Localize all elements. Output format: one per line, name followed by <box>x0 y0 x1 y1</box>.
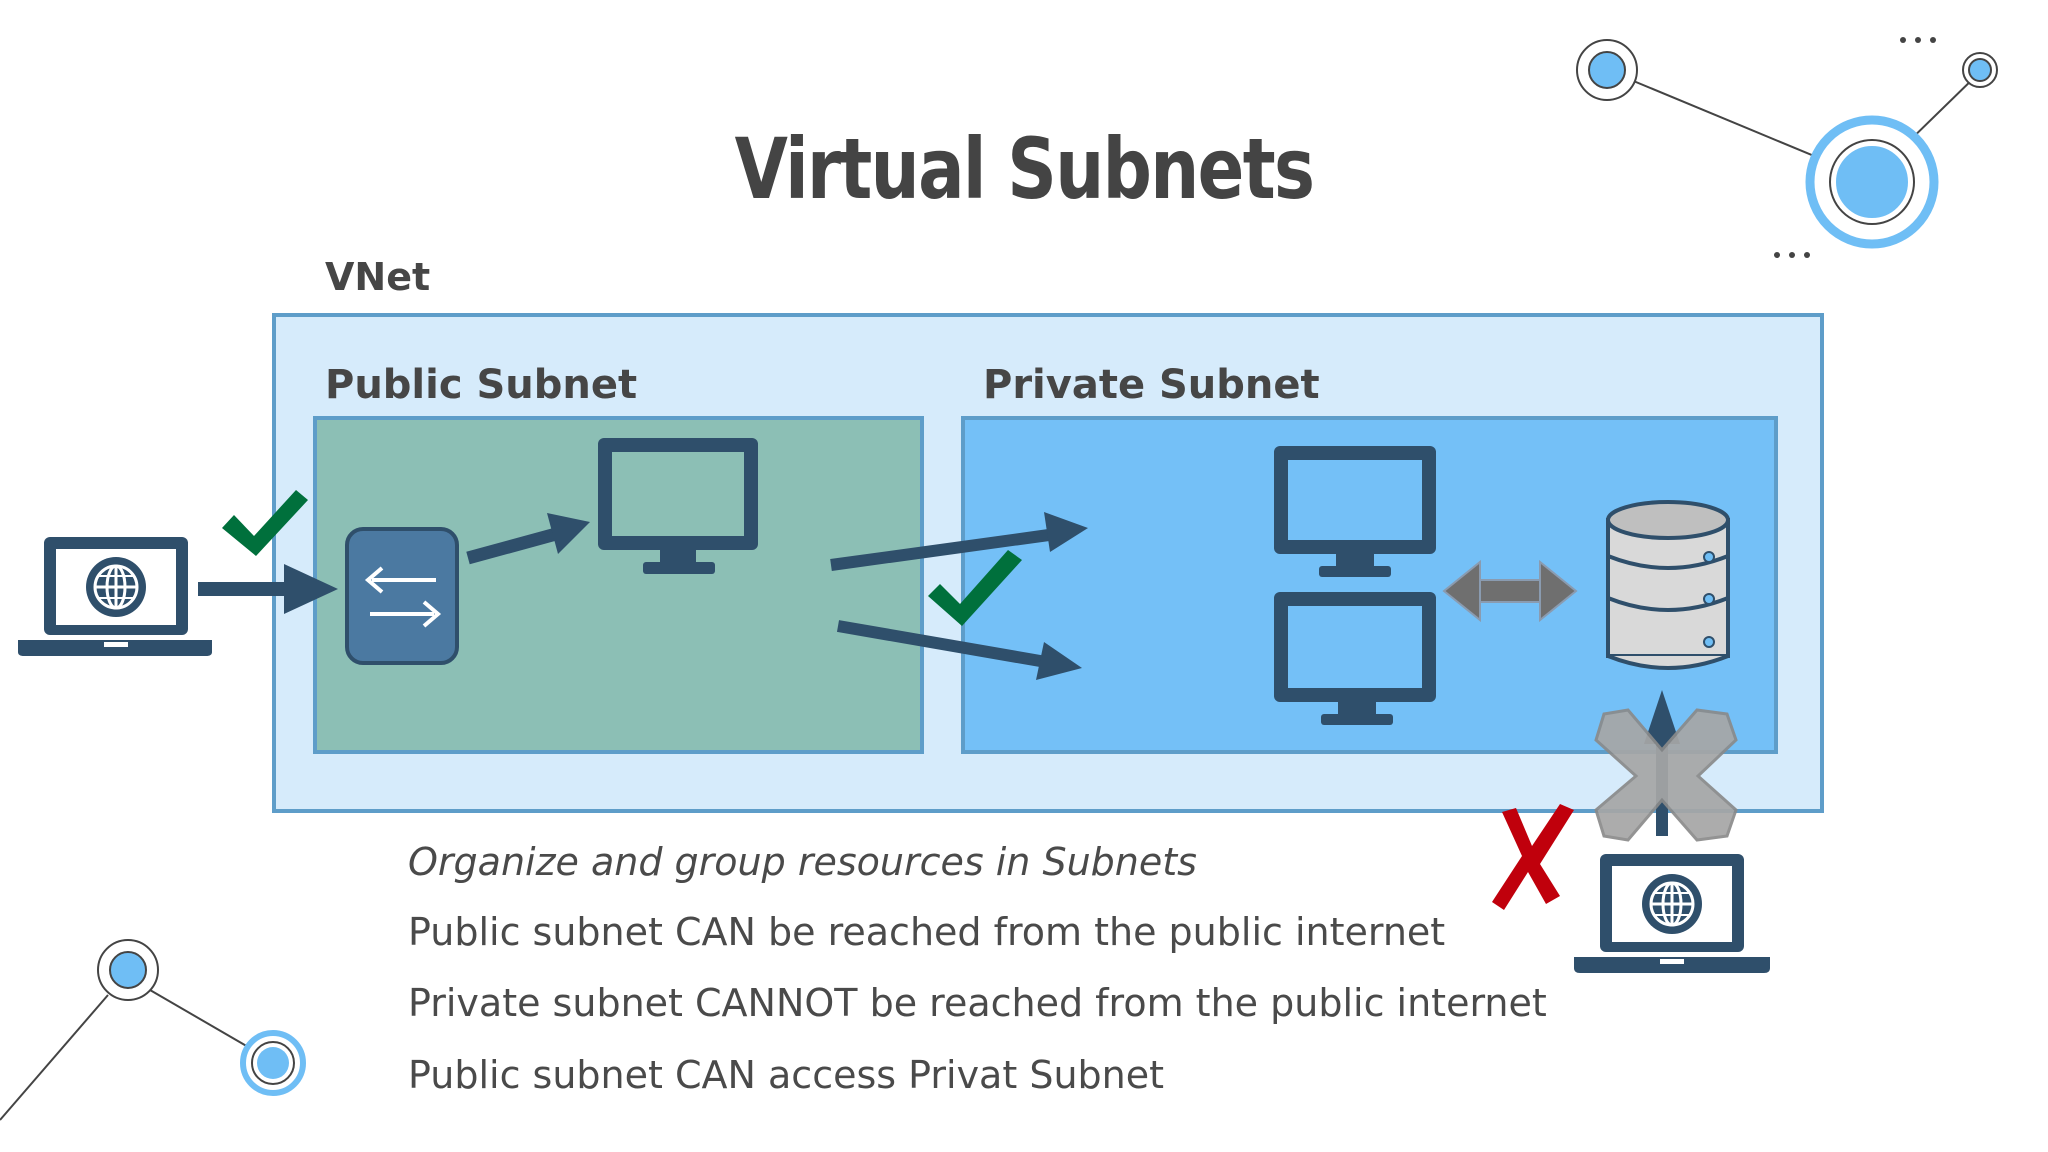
public-to-private-arrows <box>830 512 1088 680</box>
check-icon <box>222 490 308 556</box>
bullet-item: Organize and group resources in Subnets <box>408 840 1197 884</box>
check-icon <box>928 550 1022 626</box>
bidirectional-arrow-icon <box>1442 559 1578 623</box>
private-subnet-label: Private Subnet <box>983 362 1320 408</box>
public-subnet-label: Public Subnet <box>325 362 638 408</box>
x-icon <box>1492 804 1574 910</box>
vnet-label: VNet <box>325 255 431 299</box>
bottom-left-node-graphic <box>0 939 306 1121</box>
bullet-item: Public subnet CAN access Privat Subnet <box>408 1053 1165 1097</box>
bullet-item: Public subnet CAN be reached from the pu… <box>408 910 1446 954</box>
slide-title: Virtual Subnets <box>734 120 1315 218</box>
database-icon <box>1606 500 1730 670</box>
gray-x-icon <box>1594 708 1738 842</box>
globe-icon <box>1642 874 1702 934</box>
bullet-item: Private subnet CANNOT be reached from th… <box>408 981 1547 1025</box>
internet-to-gateway-arrow <box>198 564 338 614</box>
laptop-globe-icon <box>1574 854 1770 973</box>
top-right-node-graphic <box>1576 37 1998 258</box>
monitor-icon <box>598 438 758 574</box>
gateway-to-vm-arrow <box>466 513 590 565</box>
laptop-globe-icon <box>18 537 212 656</box>
monitor-icon <box>1274 446 1436 577</box>
globe-icon <box>86 557 146 617</box>
swap-arrows-icon <box>345 527 459 665</box>
monitor-icon <box>1274 592 1436 725</box>
